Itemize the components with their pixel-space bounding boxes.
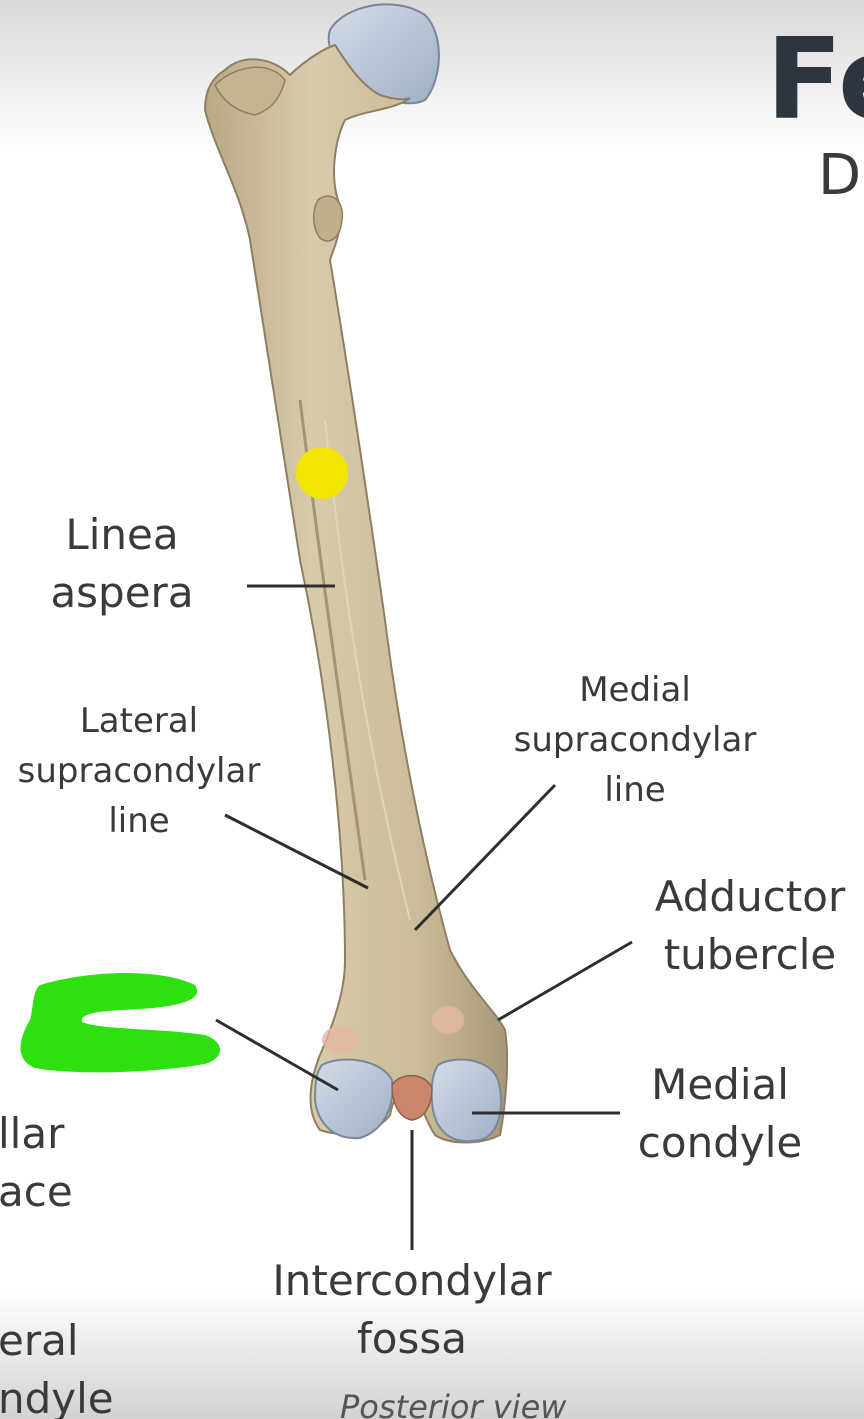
- lateral-condyle-cartilage: [313, 1058, 394, 1140]
- leader-lateral-condyle: [215, 1018, 339, 1092]
- greater-trochanter: [214, 66, 286, 116]
- label-line: Medial: [651, 1060, 789, 1109]
- medial-epicondyle-area: [432, 1006, 464, 1034]
- label-medial-condyle: Medial condyle: [630, 1056, 810, 1172]
- label-line: supracondylar: [513, 720, 757, 760]
- label-medial-supracondylar-line: Medial supracondylar line: [500, 665, 770, 815]
- leader-lateral-supracondylar: [224, 813, 369, 890]
- green-scribble: [20, 972, 221, 1073]
- label-intercondylar-fossa: Intercondylar fossa: [262, 1252, 562, 1368]
- label-cut-lateral-condyle: eral ndyle: [0, 1312, 138, 1419]
- leader-medial-supracondylar: [413, 783, 557, 932]
- label-line: ndyle: [0, 1374, 114, 1419]
- label-line: condyle: [637, 1118, 803, 1167]
- label-line: tubercle: [663, 930, 837, 979]
- label-line: Lateral: [79, 701, 199, 741]
- label-line: eral: [0, 1316, 79, 1365]
- intercondylar-fossa-shape: [391, 1074, 433, 1121]
- label-line: supracondylar: [17, 751, 261, 791]
- view-caption: Posterior view: [340, 1388, 567, 1419]
- medial-condyle-cartilage: [430, 1058, 502, 1143]
- label-cut-patellar-surface: llar ace: [0, 1105, 118, 1221]
- leader-adductor-tubercle: [497, 940, 633, 1022]
- label-line: ace: [0, 1167, 73, 1216]
- yellow-marker-dot: [296, 447, 348, 499]
- label-adductor-tubercle: Adductor tubercle: [642, 868, 858, 984]
- label-line: Linea: [65, 510, 179, 559]
- label-line: Medial: [579, 670, 691, 710]
- label-line: line: [604, 770, 666, 810]
- bottom-shade: [0, 1290, 864, 1419]
- label-line: aspera: [50, 568, 194, 617]
- lateral-epicondyle-area: [322, 1026, 358, 1054]
- lesser-trochanter: [313, 195, 344, 242]
- femur-bone: [203, 43, 509, 1144]
- label-line: line: [108, 801, 170, 841]
- label-line: Intercondylar: [272, 1256, 552, 1305]
- label-line: llar: [0, 1109, 65, 1158]
- label-linea-aspera: Linea aspera: [40, 506, 204, 622]
- page-subtitle: D: [818, 143, 862, 208]
- label-line: fossa: [357, 1314, 467, 1363]
- label-lateral-supracondylar-line: Lateral supracondylar line: [4, 696, 274, 846]
- label-line: Adductor: [654, 872, 846, 921]
- page-title: Fe: [766, 15, 864, 145]
